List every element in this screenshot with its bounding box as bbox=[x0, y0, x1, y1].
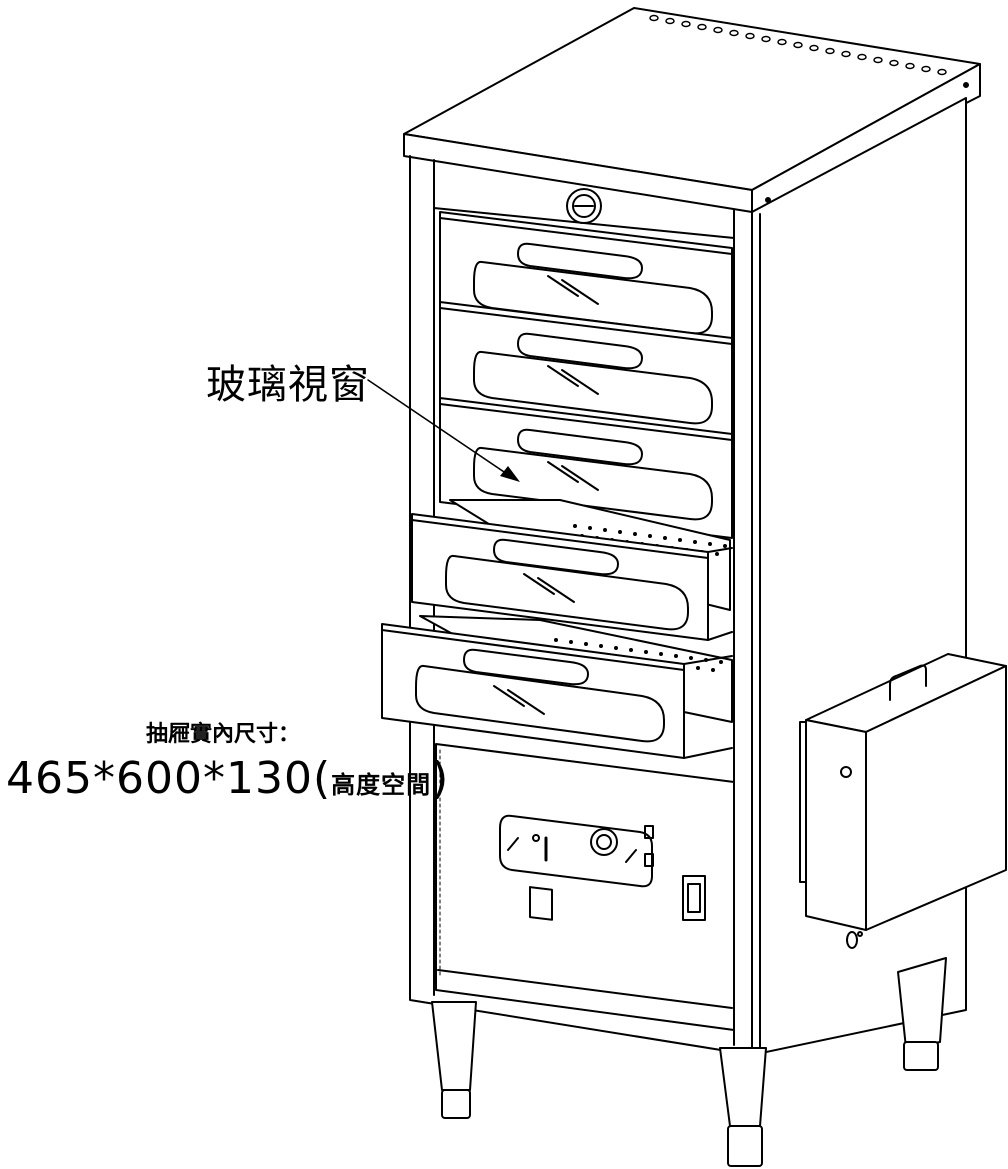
thermometer-gauge bbox=[566, 188, 602, 224]
vent-holes bbox=[649, 14, 947, 76]
drawer-5-open bbox=[381, 615, 733, 759]
front-frame bbox=[409, 155, 753, 1056]
control-panel bbox=[499, 814, 654, 921]
drawer-4-open bbox=[411, 499, 733, 641]
power-switch bbox=[682, 875, 706, 921]
drawer-size-value: 465*600*130(高度空間) bbox=[6, 753, 449, 804]
side-tank bbox=[799, 653, 1007, 931]
control-cabinet bbox=[435, 743, 735, 1031]
legs bbox=[431, 957, 947, 1167]
drawer-size-title: 抽屜實內尺寸： bbox=[146, 722, 301, 747]
drawer-size-dimensions: 465*600*130( bbox=[6, 753, 332, 804]
glass-window-leader bbox=[367, 379, 520, 482]
top-slab bbox=[403, 7, 981, 213]
drawer-size-close: ) bbox=[431, 753, 450, 804]
drain-fitting bbox=[846, 931, 863, 949]
drawer-size-note: 高度空間 bbox=[331, 771, 432, 799]
glass-window-label: 玻璃視窗 bbox=[206, 362, 370, 408]
